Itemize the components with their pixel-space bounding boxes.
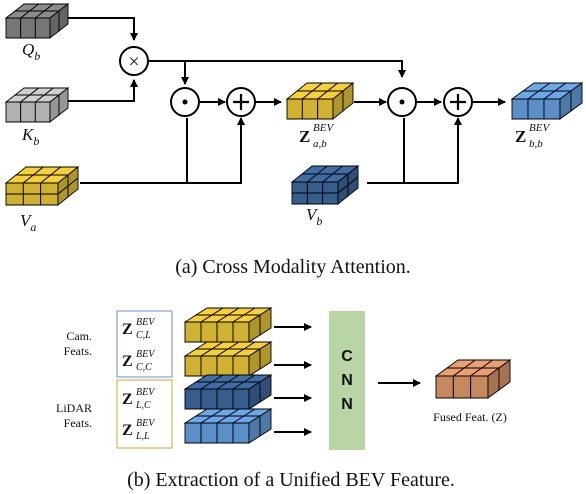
feature-slab-ll — [183, 408, 273, 444]
q-tensor-cube — [4, 3, 70, 39]
part-b-arrows — [274, 323, 421, 436]
zbb-label: Z BEV b,b — [515, 122, 550, 150]
feature-slab-cl — [183, 307, 273, 343]
svg-text:Z: Z — [299, 127, 310, 146]
plus-operator-2 — [443, 87, 473, 117]
cnn-block: C N N — [329, 311, 365, 450]
dot-operator-1 — [170, 87, 200, 117]
svg-text:BEV: BEV — [136, 387, 156, 398]
svg-text:Z: Z — [515, 127, 526, 146]
svg-text:BEV: BEV — [313, 122, 334, 134]
svg-text:a,b: a,b — [313, 138, 327, 150]
q-label: Qb — [22, 40, 40, 63]
lidar-label-line1: LiDAR — [56, 401, 92, 415]
svg-text:BEV: BEV — [529, 122, 550, 134]
svg-text:Z: Z — [122, 422, 133, 439]
feature-label-lc: Z BEV L,C — [122, 387, 156, 411]
dot-operator-2 — [387, 87, 417, 117]
multiply-operator: × — [119, 46, 149, 76]
svg-text:C,C: C,C — [136, 362, 152, 373]
svg-text:Z: Z — [122, 353, 133, 370]
k-tensor-cube — [4, 87, 70, 123]
plus-operator-1 — [226, 87, 256, 117]
feature-slab-lc — [183, 374, 273, 410]
feature-label-cl: Z BEV C,L — [122, 317, 156, 341]
lidar-features-box — [116, 379, 173, 449]
zab-label: Z BEV a,b — [299, 122, 334, 150]
svg-text:BEV: BEV — [136, 317, 156, 328]
caption-b: (b) Extraction of a Unified BEV Feature. — [127, 469, 455, 491]
svg-text:BEV: BEV — [136, 418, 156, 429]
svg-text:Z: Z — [122, 321, 133, 338]
svg-text:L,C: L,C — [135, 400, 151, 411]
svg-text:N: N — [341, 396, 353, 413]
feature-label-cc: Z BEV C,C — [122, 349, 156, 373]
va-tensor-cube — [4, 166, 80, 206]
svg-text:Z: Z — [122, 391, 133, 408]
svg-text:C: C — [341, 348, 353, 365]
cam-label-line1: Cam. — [66, 329, 92, 343]
k-label: Kb — [21, 125, 39, 148]
vb-tensor-cube — [290, 165, 360, 205]
svg-text:N: N — [341, 372, 353, 389]
svg-text:×: × — [128, 51, 139, 73]
cam-features-box — [116, 310, 173, 378]
fused-feature-label: Fused Feat. (Z) — [433, 410, 507, 424]
cam-label-line2: Feats. — [64, 344, 92, 358]
zbb-tensor-cube — [510, 82, 584, 120]
fused-feature-cube — [434, 359, 512, 399]
zab-tensor-cube — [285, 82, 355, 120]
vb-label: Vb — [306, 205, 322, 228]
svg-text:b,b: b,b — [529, 138, 543, 150]
svg-text:C,L: C,L — [136, 330, 151, 341]
svg-text:L,L: L,L — [135, 431, 150, 442]
caption-a: (a) Cross Modality Attention. — [175, 256, 411, 278]
feature-slab-cc — [183, 341, 273, 377]
part-a-connectors — [66, 17, 506, 184]
va-label: Va — [20, 211, 36, 234]
svg-text:BEV: BEV — [136, 349, 156, 360]
feature-label-ll: Z BEV L,L — [122, 418, 156, 442]
lidar-label-line2: Feats. — [64, 416, 92, 430]
